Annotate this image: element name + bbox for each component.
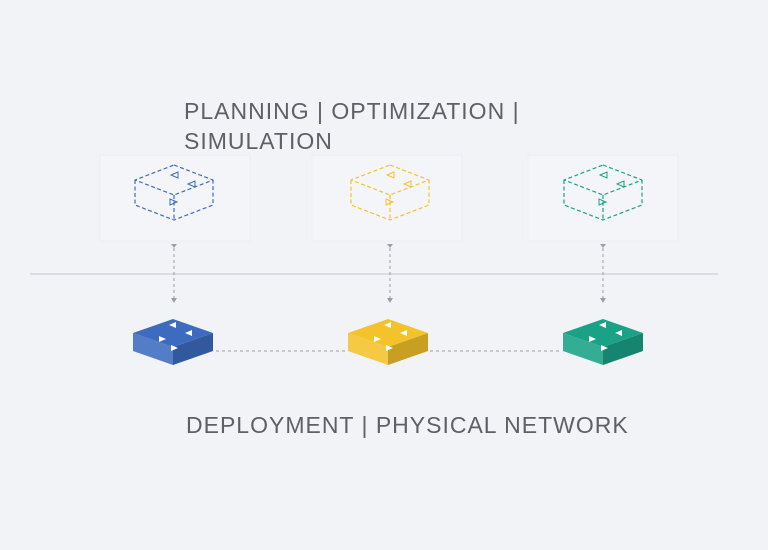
virtual-node-yellow[interactable] (350, 164, 430, 221)
box-left-face (133, 333, 173, 365)
port-marker-icon (185, 330, 192, 336)
virtual-node-teal[interactable] (563, 164, 643, 221)
box-right-face (173, 333, 213, 365)
port-marker-icon (386, 345, 393, 351)
virtual-layer-label: PLANNING | OPTIMIZATION | SIMULATION (184, 98, 520, 154)
physical-node-yellow[interactable] (348, 319, 428, 365)
port-marker-icon (374, 336, 381, 342)
arrow-down-icon (387, 298, 393, 303)
ghost-port-icon (186, 180, 196, 188)
ghost-box-sides (350, 180, 430, 221)
box-right-face (388, 333, 428, 365)
arrow-down-icon (600, 298, 606, 303)
arrow-down-icon (171, 298, 177, 303)
ghost-box-top (350, 164, 430, 196)
physical-node-blue[interactable] (133, 319, 213, 365)
ghost-box-top (563, 164, 643, 196)
port-marker-icon (400, 330, 407, 336)
virtual-node-panel-blue (99, 154, 251, 242)
ghost-box-sides (134, 180, 214, 221)
box-top-face (348, 319, 428, 347)
physical-node-teal[interactable] (563, 319, 643, 365)
arrow-up-icon (171, 244, 177, 248)
port-marker-icon (599, 322, 606, 328)
ghost-port-icon (598, 171, 608, 179)
arrow-up-icon (387, 244, 393, 248)
port-marker-icon (159, 336, 166, 342)
box-right-face (603, 333, 643, 365)
ghost-box-sides (563, 180, 643, 221)
box-top-face (563, 319, 643, 347)
virtual-node-panel-yellow (311, 154, 463, 242)
ghost-box-top (134, 164, 214, 196)
port-marker-icon (601, 345, 608, 351)
box-top-face (133, 319, 213, 347)
ghost-port-icon (385, 198, 395, 206)
virtual-node-blue[interactable] (134, 164, 214, 221)
port-marker-icon (169, 322, 176, 328)
physical-layer-label: DEPLOYMENT | PHYSICAL NETWORK (186, 412, 629, 438)
ghost-port-icon (169, 171, 179, 179)
box-left-face (563, 333, 603, 365)
port-marker-icon (171, 345, 178, 351)
box-left-face (348, 333, 388, 365)
ghost-port-icon (169, 198, 179, 206)
arrow-up-icon (600, 244, 606, 248)
port-marker-icon (615, 330, 622, 336)
port-marker-icon (589, 336, 596, 342)
ghost-port-icon (615, 180, 625, 188)
ghost-port-icon (402, 180, 412, 188)
port-marker-icon (384, 322, 391, 328)
ghost-port-icon (598, 198, 608, 206)
ghost-port-icon (385, 171, 395, 179)
